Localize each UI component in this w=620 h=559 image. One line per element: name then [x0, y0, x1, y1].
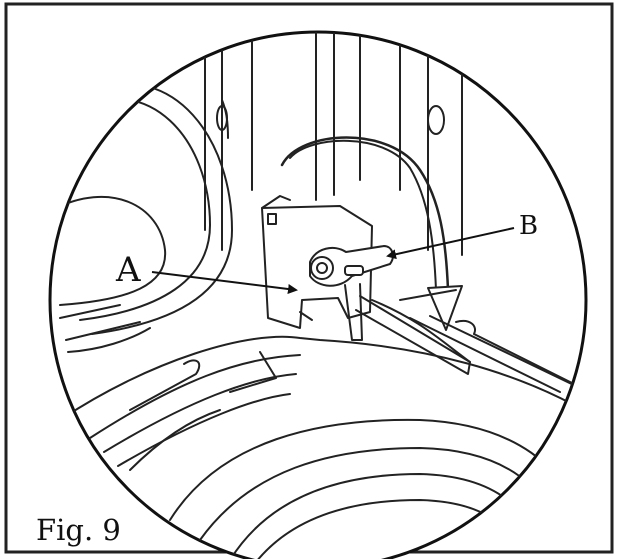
leader-line-a — [151, 271, 298, 294]
callout-a-label: A — [116, 250, 141, 290]
figure-caption: Fig. 9 — [36, 513, 121, 547]
callout-b-label: B — [519, 211, 539, 241]
leader-line-b — [386, 227, 515, 260]
